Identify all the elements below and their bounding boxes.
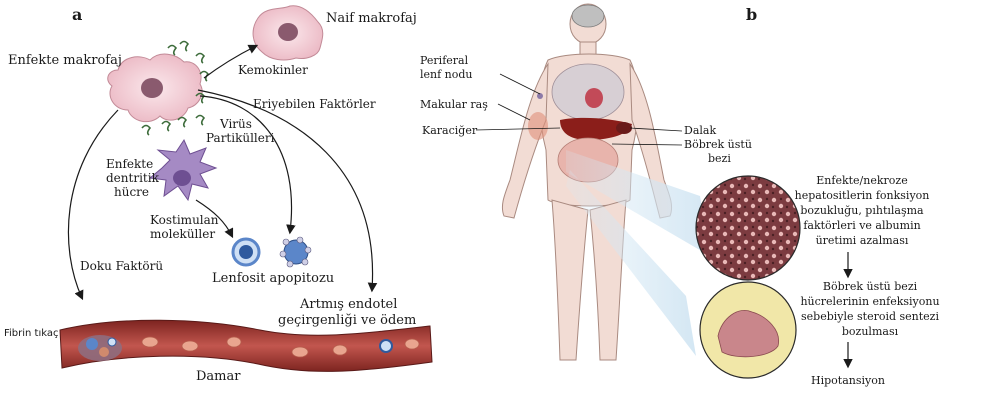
- virus-label-line2: Partikülleri: [206, 131, 275, 145]
- dalak-label: Dalak: [684, 124, 716, 137]
- panel-b-letter: b: [746, 5, 757, 24]
- fibrin-clot: [78, 335, 122, 361]
- kostimulan-label-line1: Kostimulan: [150, 213, 219, 227]
- artmis-label-line1: Artmış endotel: [299, 297, 397, 312]
- brain: [572, 5, 604, 27]
- adrenal-box-line: Böbrek üstü bezi: [823, 280, 918, 293]
- vessel-lymphocyte: [380, 340, 392, 352]
- liver-effect-text: Enfekte/nekroze hepatositlerin fonksiyon…: [795, 174, 930, 247]
- periferal-label-line2: lenf nodu: [420, 68, 473, 81]
- eriyebilen-faktorler-label: Eriyebilen Faktörler: [253, 97, 376, 111]
- enfekte-makrofaj-label: Enfekte makrofaj: [8, 53, 122, 68]
- adrenal-effect-text: Böbrek üstü bezi hücrelerinin enfeksiyon…: [800, 280, 939, 338]
- adrenal-box-line: hücrelerinin enfeksiyonu: [800, 295, 939, 308]
- naive-macrophage-nucleus: [278, 23, 298, 41]
- dendritik-label-line1: Enfekte: [106, 157, 153, 171]
- liver-box-line: faktörleri ve albumin: [803, 219, 920, 232]
- kostimulan-label-line2: moleküller: [150, 227, 215, 241]
- naif-makrofaj-label: Naif makrofaj: [326, 11, 417, 26]
- lymphocyte-healthy-nucleus: [239, 245, 253, 259]
- dendritic-cell: [150, 140, 216, 200]
- liver-box-line: hepatositlerin fonksiyon: [795, 189, 930, 202]
- infected-macrophage-nucleus: [141, 78, 163, 98]
- doku-faktoru-label: Doku Faktörü: [80, 259, 163, 273]
- liver-box-line: üretimi azalması: [816, 234, 909, 247]
- bobrek-label-line1: Böbrek üstü: [684, 138, 752, 151]
- bobrek-label-line2: bezi: [708, 152, 731, 165]
- dendritik-label-line3: hücre: [114, 185, 149, 199]
- heart: [585, 88, 603, 108]
- periferal-label-line1: Periferal: [420, 54, 469, 67]
- makular-ras-label: Makular raş: [420, 98, 488, 111]
- liver-histology-circle: [696, 176, 800, 280]
- lenfosit-apopitozu-label: Lenfosit apopitozu: [212, 271, 334, 286]
- hipotansiyon-label: Hipotansiyon: [811, 374, 885, 387]
- panel-a-letter: a: [72, 5, 82, 24]
- adrenal-box-line: sebebiyle steroid sentezi: [801, 310, 939, 323]
- liver-box-line: bozukluğu, pıhtılaşma: [800, 204, 924, 217]
- spleen: [616, 122, 632, 134]
- dendritic-nucleus: [173, 170, 191, 186]
- artmis-label-line2: geçirgenliği ve ödem: [278, 313, 416, 328]
- karaciger-label: Karaciğer: [422, 124, 478, 137]
- kemokinler-label: Kemokinler: [238, 63, 308, 77]
- macular-rash: [528, 112, 548, 140]
- dendritik-label-line2: dentritik: [106, 171, 160, 185]
- damar-label: Damar: [196, 369, 241, 384]
- virus-label-line1: Virüs: [219, 117, 252, 131]
- fibrin-tikac-label: Fibrin tıkaç: [4, 328, 59, 339]
- adrenal-box-line: bozulması: [842, 325, 899, 338]
- liver-box-line: Enfekte/nekroze: [816, 174, 907, 187]
